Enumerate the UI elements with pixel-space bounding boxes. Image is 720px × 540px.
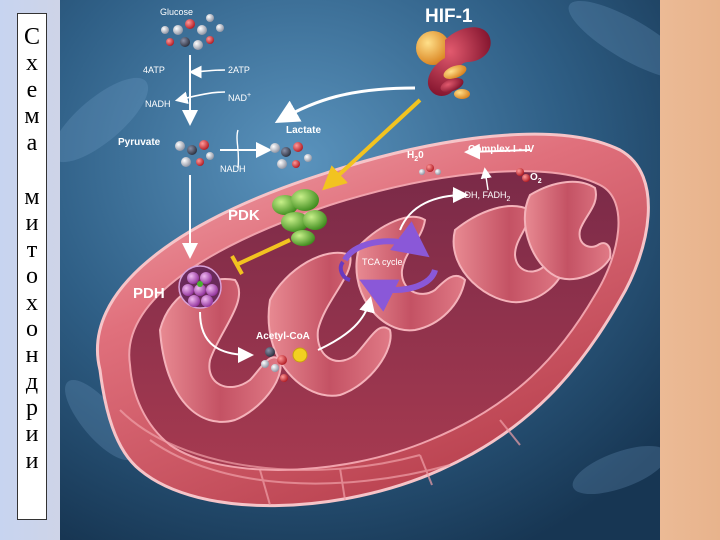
lactate-molecule <box>270 142 312 169</box>
atp-arrow <box>188 65 226 79</box>
nadh-mid-label: NADH <box>220 164 246 174</box>
caption-letter: т <box>26 236 38 263</box>
acetylcoa-molecule <box>261 347 308 382</box>
mitochondria-illustration: HIF-1 Glucose 4ATP 2ATP NADH NAD+ <box>60 0 660 540</box>
tca-label: TCA cycle <box>362 257 403 267</box>
pdk-label: PDK <box>228 207 260 224</box>
inhibition-bar <box>230 255 244 275</box>
atp2-label: 2ATP <box>228 65 250 75</box>
pyruvate-molecule <box>175 140 214 167</box>
caption-letter: о <box>26 263 38 290</box>
caption-letter: и <box>25 447 39 474</box>
caption-letter: е <box>26 76 38 103</box>
complex-arrow <box>464 143 531 160</box>
tca-cycle <box>338 221 438 312</box>
h2o-molecule <box>419 164 441 175</box>
pdh-label: PDH <box>133 285 165 302</box>
membrane-folds <box>119 409 521 506</box>
caption-letter: д <box>25 368 39 395</box>
pdk-inhibits-pdh <box>237 238 291 266</box>
caption-letter: н <box>25 342 39 369</box>
o2-label: O2 <box>530 172 542 185</box>
nadh-fadh-label: NADH, FADH2 <box>452 190 511 203</box>
hif1-label: HIF-1 <box>425 6 473 27</box>
pyruvate-label: Pyruvate <box>118 137 161 148</box>
nadh-arrow <box>174 91 226 105</box>
caption-letter: и <box>25 421 39 448</box>
nadh-to-complex-arrow <box>480 167 492 191</box>
nad-plus-label: NAD+ <box>228 92 251 103</box>
pdh-complex <box>178 265 222 309</box>
hif1-protein <box>416 27 491 99</box>
caption-letter: м <box>24 103 40 130</box>
caption-letter: р <box>26 395 38 422</box>
h2o-label: H20 <box>407 150 424 163</box>
glucose-molecule <box>161 14 224 50</box>
o2-molecule <box>516 168 530 182</box>
caption-letter: м <box>24 183 40 210</box>
complex-label: Complex I - IV <box>468 144 534 155</box>
glucose-label: Glucose <box>160 7 193 17</box>
pdk-protein <box>272 189 327 246</box>
caption-letter: х <box>26 289 38 316</box>
pdh-to-acetylcoa-arrow <box>199 311 254 363</box>
caption-letter: х <box>26 50 38 77</box>
caption-letter: С <box>23 24 40 50</box>
nadh-mid-arrow <box>236 129 240 169</box>
hif1-to-lactate-arrow <box>274 86 416 123</box>
atp4-label: 4ATP <box>143 65 165 75</box>
lactate-label: Lactate <box>286 125 321 136</box>
caption-letter: и <box>25 210 39 237</box>
hif1-to-pdk-arrow <box>322 98 422 191</box>
vertical-caption: С х е м а м и т о х о н д р и и <box>17 13 47 520</box>
tca-to-nadh-arrow <box>399 187 469 231</box>
diagram-canvas: HIF-1 Glucose 4ATP 2ATP NADH NAD+ <box>60 0 660 540</box>
acetylcoa-label: Acetyl-CoA <box>256 331 310 342</box>
caption-letter: о <box>26 315 38 342</box>
nadh-left-label: NADH <box>145 99 171 109</box>
caption-letter: а <box>26 129 38 156</box>
